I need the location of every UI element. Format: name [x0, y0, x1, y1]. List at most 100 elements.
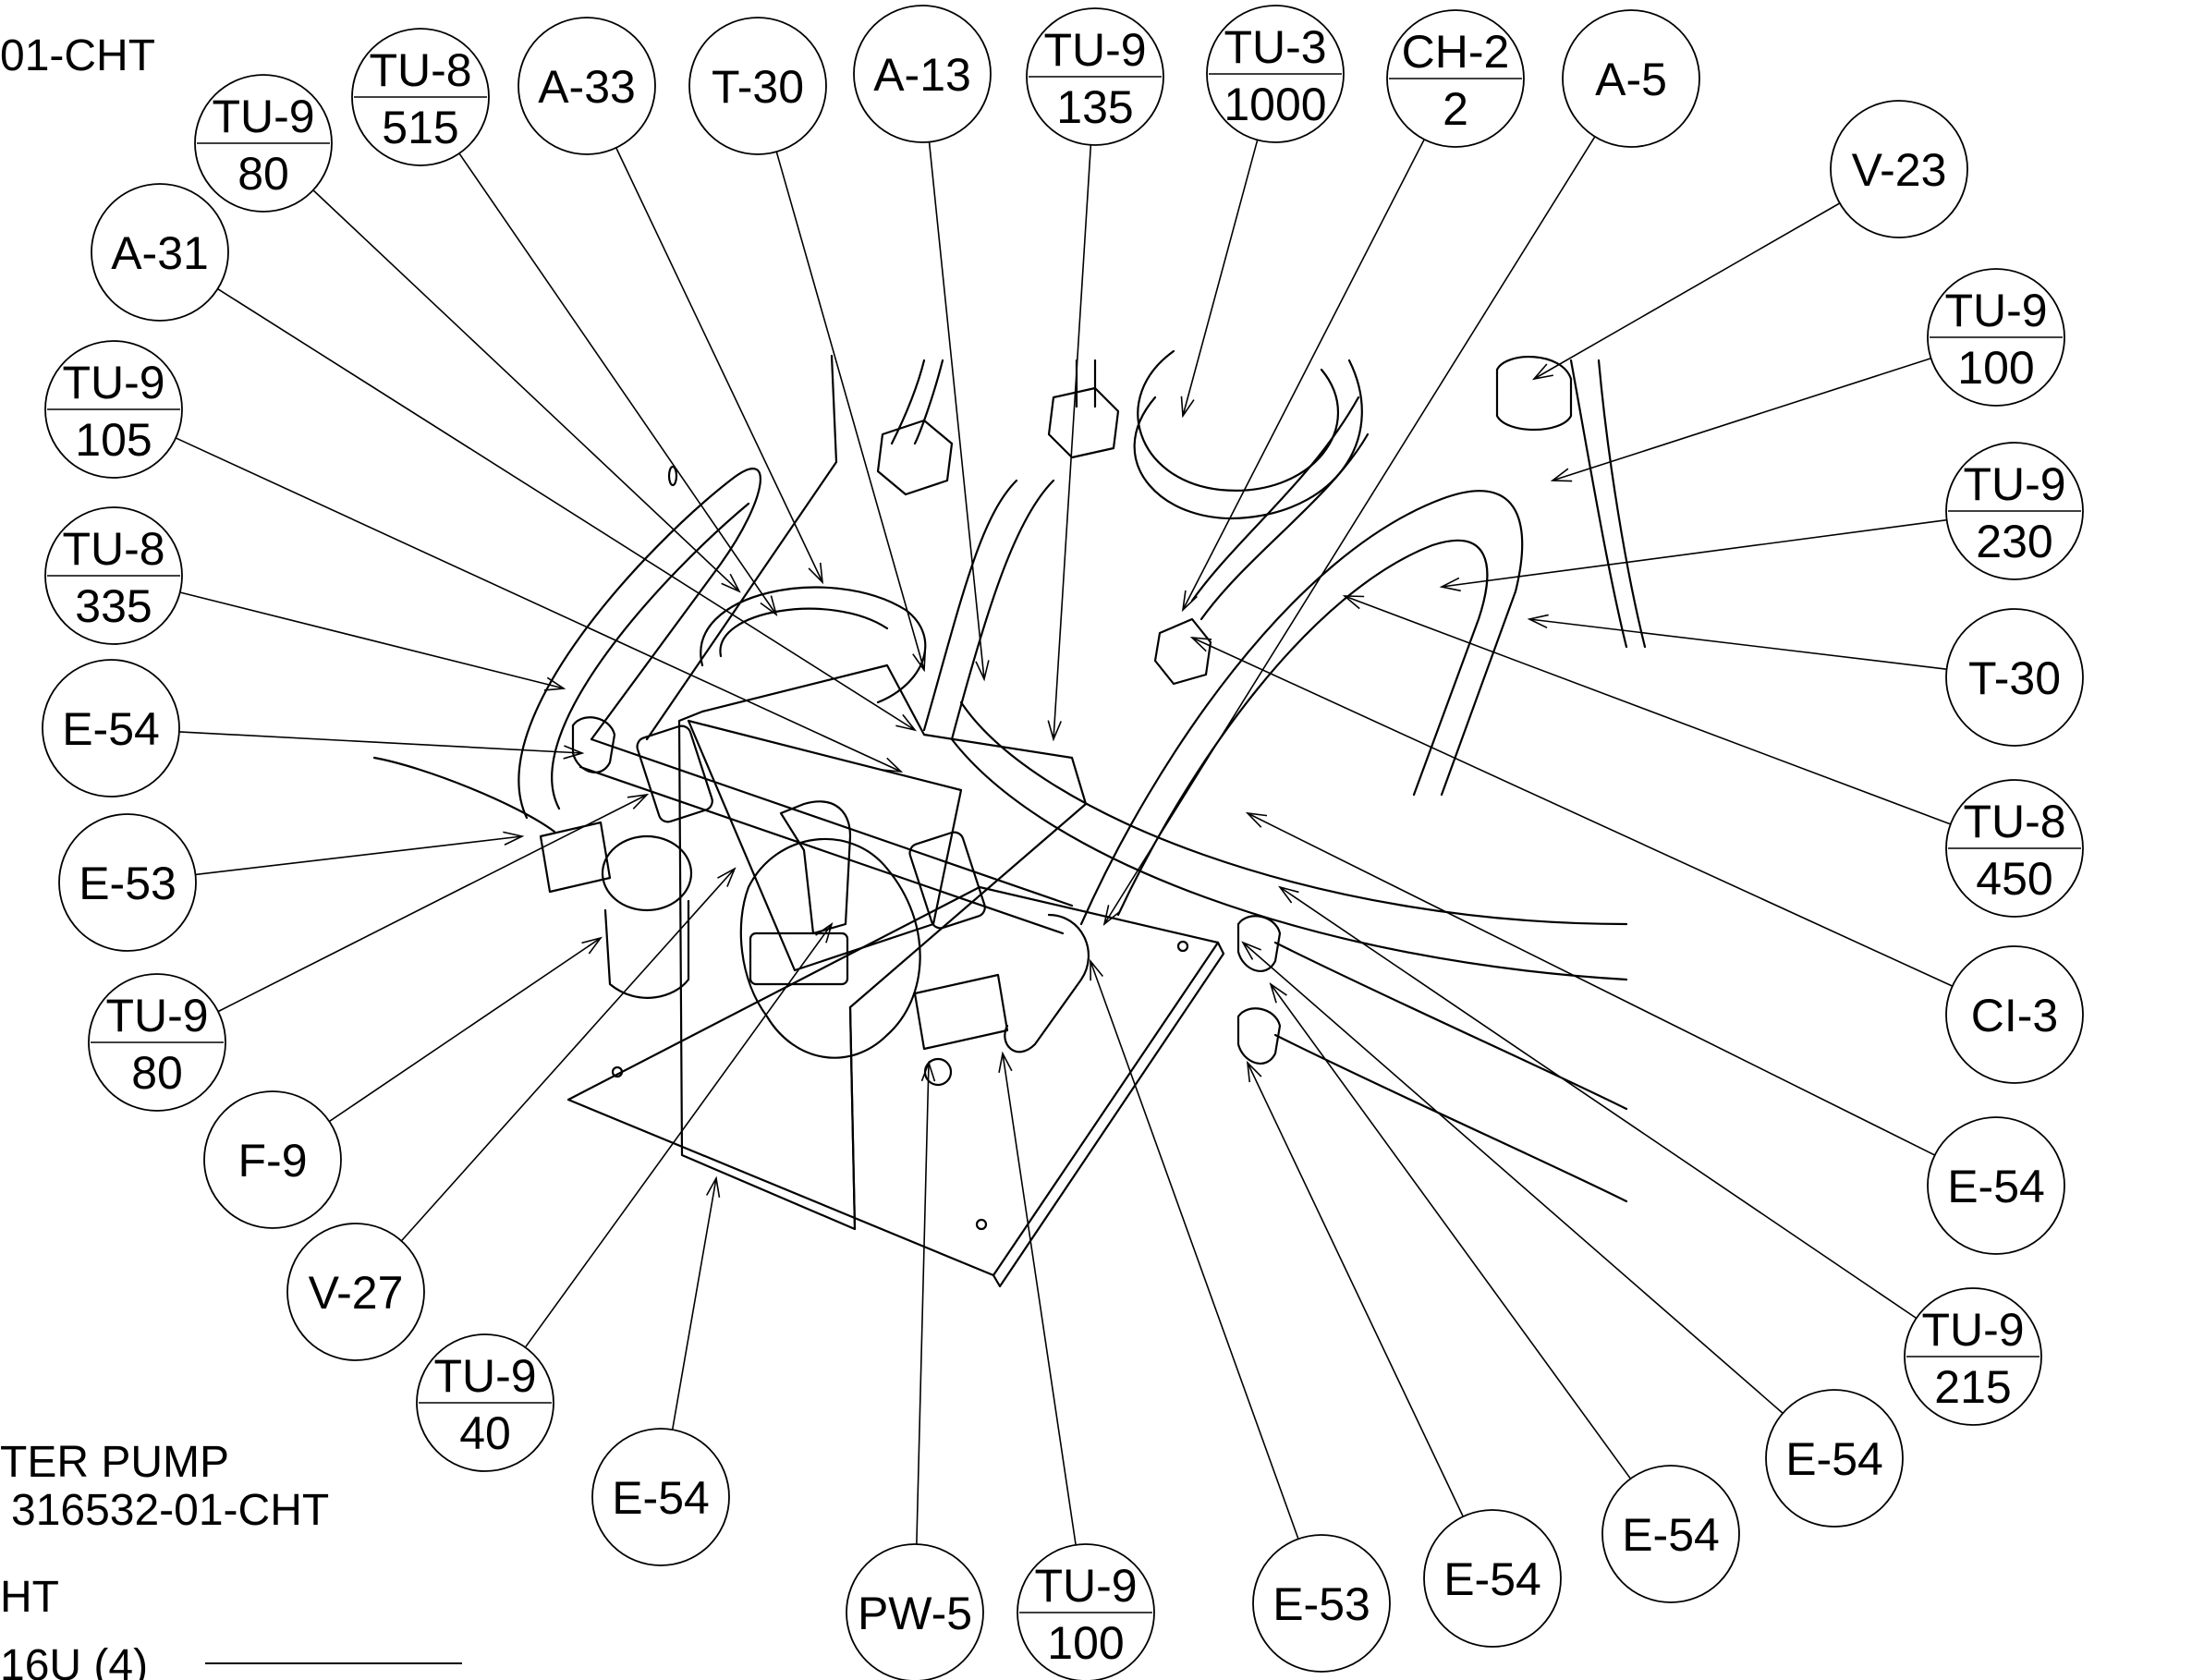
leader-line	[671, 1177, 717, 1430]
callout-part-code: E-54	[1785, 1433, 1883, 1485]
callout-circle	[688, 17, 827, 155]
callout-circle	[1927, 1116, 2065, 1255]
leader-line	[1191, 637, 1954, 987]
callout-part-code: E-53	[1272, 1578, 1370, 1630]
callout-length: 80	[237, 148, 289, 200]
callout-circle	[1423, 1509, 1562, 1648]
leader-arrowhead	[808, 562, 824, 585]
elbow-fitting	[1004, 913, 1090, 1053]
tubing	[1133, 359, 1363, 520]
callout-circle	[42, 659, 180, 797]
callout-length: 450	[1976, 853, 2052, 905]
leader-arrowhead	[815, 922, 834, 943]
leader-line	[175, 437, 902, 773]
tubing	[700, 586, 927, 704]
callout-length: 105	[75, 414, 152, 466]
leader-line	[1242, 942, 1784, 1414]
leader-line	[1002, 1053, 1077, 1545]
leader-arrowhead	[1269, 982, 1287, 1004]
callout-bubble: E-54	[1601, 1465, 1740, 1603]
leader-line	[1528, 618, 1947, 670]
callout-length: 100	[1957, 342, 2034, 394]
elbow-fitting	[1236, 1007, 1282, 1065]
leader-arrowhead	[1342, 595, 1365, 610]
callout-part-code: E-53	[79, 858, 177, 909]
leader-arrowhead	[975, 660, 990, 682]
callout-bubble: T-30	[1945, 608, 2084, 747]
callout-part-code: TU-9	[1034, 1560, 1137, 1612]
callout-circle	[591, 1428, 730, 1566]
tubing	[1116, 539, 1489, 917]
leader-arrowhead	[1527, 614, 1549, 629]
callout-circle	[286, 1223, 425, 1361]
elbow-fitting	[571, 716, 616, 773]
callout-bubble: CH-22	[1386, 9, 1525, 148]
manifold-pipe	[590, 737, 1074, 907]
callout-bubble: E-53	[58, 813, 197, 952]
callout-length: 80	[131, 1047, 183, 1099]
callout-part-code: A-5	[1595, 54, 1667, 105]
callout-part-code: F-9	[238, 1135, 308, 1187]
callout-length: 335	[75, 580, 152, 632]
leader-arrowhead	[1102, 905, 1121, 927]
callout-bubble: V-27	[286, 1223, 425, 1361]
callout-part-code: PW-5	[858, 1588, 972, 1639]
leader-line	[1552, 357, 1931, 481]
leader-line	[1344, 595, 1952, 825]
callout-part-code: TU-9	[1043, 24, 1146, 76]
leader-line	[1533, 202, 1841, 380]
leader-arrowhead	[1246, 1060, 1262, 1083]
note-pump-2: 316532-01-CHT	[11, 1486, 329, 1535]
leader-arrowhead	[581, 936, 603, 955]
callout-part-code: E-54	[612, 1472, 710, 1524]
pump-body	[739, 838, 921, 1059]
leader-line	[1103, 136, 1596, 925]
callout-circle	[1562, 9, 1700, 148]
callout-part-code: A-31	[111, 227, 209, 279]
leader-line	[1247, 1062, 1464, 1517]
callout-bubble: E-54	[591, 1428, 730, 1566]
leader-lines	[175, 136, 1954, 1545]
tubing	[719, 607, 889, 658]
leader-line	[524, 923, 833, 1348]
callout-part-code: E-54	[1443, 1553, 1541, 1605]
callout-part-code: TU-9	[1963, 458, 2065, 510]
callout-bubble: T-30	[688, 17, 827, 155]
callout-part-code: TU-3	[1224, 21, 1326, 73]
callout-part-code: E-54	[62, 703, 160, 755]
diagram-notes: 01-CHT TER PUMP 316532-01-CHT HT 16U (4)	[0, 31, 462, 1680]
leader-line	[400, 868, 736, 1242]
callout-circle	[203, 1090, 342, 1229]
leader-line	[928, 141, 985, 680]
leader-line	[195, 835, 523, 876]
hex-fitting	[1047, 386, 1120, 459]
callout-circle	[1945, 945, 2084, 1084]
note-top-left: 01-CHT	[0, 31, 155, 80]
bracket-fold	[848, 1005, 857, 1231]
tubing	[1597, 359, 1647, 649]
tube-end	[667, 465, 678, 487]
callout-bubble: TU-980	[194, 74, 333, 213]
hex-fitting	[876, 419, 954, 496]
note-hardware: 16U (4)	[0, 1641, 148, 1680]
tubing	[1199, 432, 1370, 621]
leader-arrowhead	[912, 650, 927, 673]
leader-arrowhead	[1181, 590, 1198, 613]
tubing	[922, 479, 1018, 732]
leader-arrowhead	[503, 831, 525, 846]
callout-bubble: V-23	[1830, 100, 1968, 238]
callout-part-code: A-33	[538, 61, 636, 113]
leader-line	[1247, 812, 1936, 1156]
leader-arrowhead	[1439, 577, 1461, 592]
leader-arrowhead	[543, 676, 566, 691]
leader-line	[1441, 518, 1947, 588]
leader-line	[1182, 139, 1425, 611]
callout-bubble: E-54	[1927, 1116, 2065, 1255]
leader-arrowhead	[717, 867, 737, 887]
tubing	[950, 479, 1055, 741]
callout-length: 40	[459, 1407, 511, 1459]
